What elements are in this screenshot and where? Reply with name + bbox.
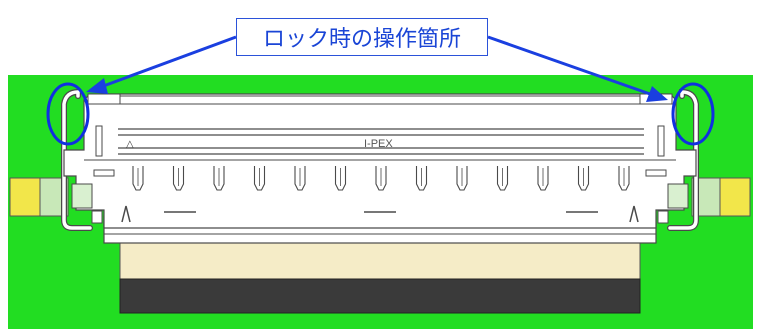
contact-pin [294, 166, 306, 191]
contact-pin [132, 166, 144, 191]
contact-pin [415, 166, 428, 191]
contact-pin [172, 166, 185, 191]
callout-label: ロック時の操作箇所 [236, 18, 488, 56]
contact-pin [253, 166, 266, 191]
contact-pin [496, 166, 509, 191]
contact-pin [577, 166, 590, 191]
bottom-clips [121, 205, 639, 223]
right-side-details [645, 125, 689, 224]
cable-beige [119, 242, 641, 280]
arrow-icon [97, 35, 237, 90]
left-yellow-tab [9, 177, 41, 217]
arrow-icon [487, 35, 651, 96]
contact-pin [375, 166, 387, 191]
triangle-mark: △ [126, 139, 134, 150]
right-yellow-tab [719, 177, 751, 217]
right-lock-highlight-circle [671, 82, 715, 146]
contact-pin [213, 166, 225, 191]
callout-arrows [86, 35, 668, 102]
contact-pin [456, 166, 468, 191]
housing-top-flange [119, 95, 641, 105]
left-side-details [71, 125, 115, 224]
contact-pin [334, 166, 347, 191]
connector-housing [63, 93, 697, 229]
cable-black [119, 278, 641, 314]
brand-mark: I-PEX [364, 138, 393, 150]
contact-pin-row [132, 166, 630, 191]
left-lock-highlight-circle [46, 82, 90, 146]
contact-pin [618, 166, 630, 191]
contact-pin [537, 166, 549, 191]
